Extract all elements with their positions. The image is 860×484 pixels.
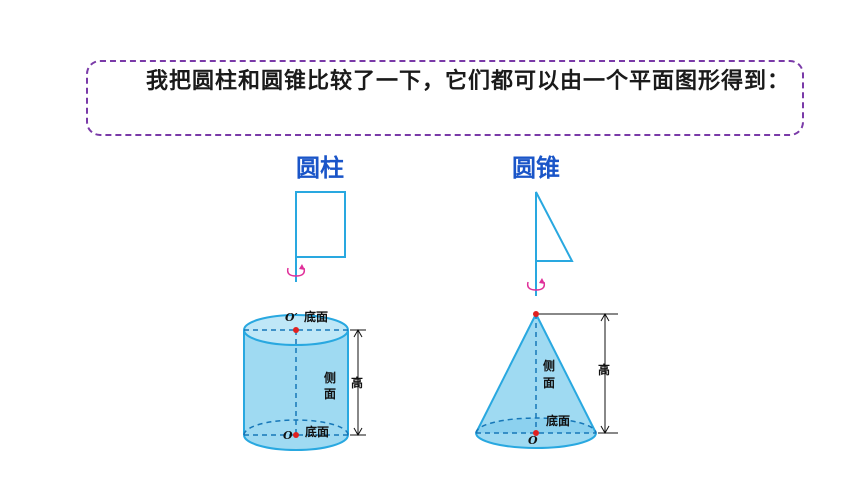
cone-height-label: 高 (598, 362, 610, 377)
cylinder-generator (286, 191, 346, 282)
cylinder-solid: O′ 底面 O 底面 侧面 高 (243, 309, 366, 451)
rotation-arrow-icon (286, 267, 306, 277)
triangle-shape (535, 191, 574, 262)
cylinder-top-label: 底面 (304, 309, 328, 324)
cone-solid: O 底面 侧面 高 (475, 311, 618, 449)
cone-left-slant (475, 313, 537, 434)
cone-title: 圆锥 (512, 154, 560, 182)
cone-generator (526, 191, 574, 296)
cylinder-bottom-front (243, 434, 349, 451)
rotation-arrow-icon (526, 281, 546, 291)
cylinder-bottom-label: 底面 (305, 424, 329, 439)
cone-right-slant (535, 313, 597, 434)
top-center-point (293, 327, 299, 333)
cylinder-bottom-point-label: O (283, 429, 293, 442)
cone-base-label: 底面 (546, 413, 570, 428)
cone-base-point-label: O (528, 434, 538, 447)
bottom-center-point (293, 432, 299, 438)
rotation-arrowhead-icon (539, 278, 545, 284)
cylinder-height-label: 高 (351, 375, 363, 390)
base-center-point (533, 430, 539, 436)
cylinder-top-point-label: O′ (285, 311, 298, 324)
apex-point (533, 311, 539, 317)
speech-bubble (86, 60, 804, 136)
cylinder-side-label: 侧面 (324, 370, 336, 401)
cone-side-label: 侧面 (543, 358, 555, 390)
speech-text: 我把圆柱和圆锥比较了一下，它们都可以由一个平面图形得到： (146, 69, 791, 94)
rotation-arrowhead-icon (299, 264, 305, 270)
rectangle-shape (295, 191, 346, 258)
cylinder-title: 圆柱 (296, 154, 344, 182)
cone-base-front (475, 432, 597, 449)
